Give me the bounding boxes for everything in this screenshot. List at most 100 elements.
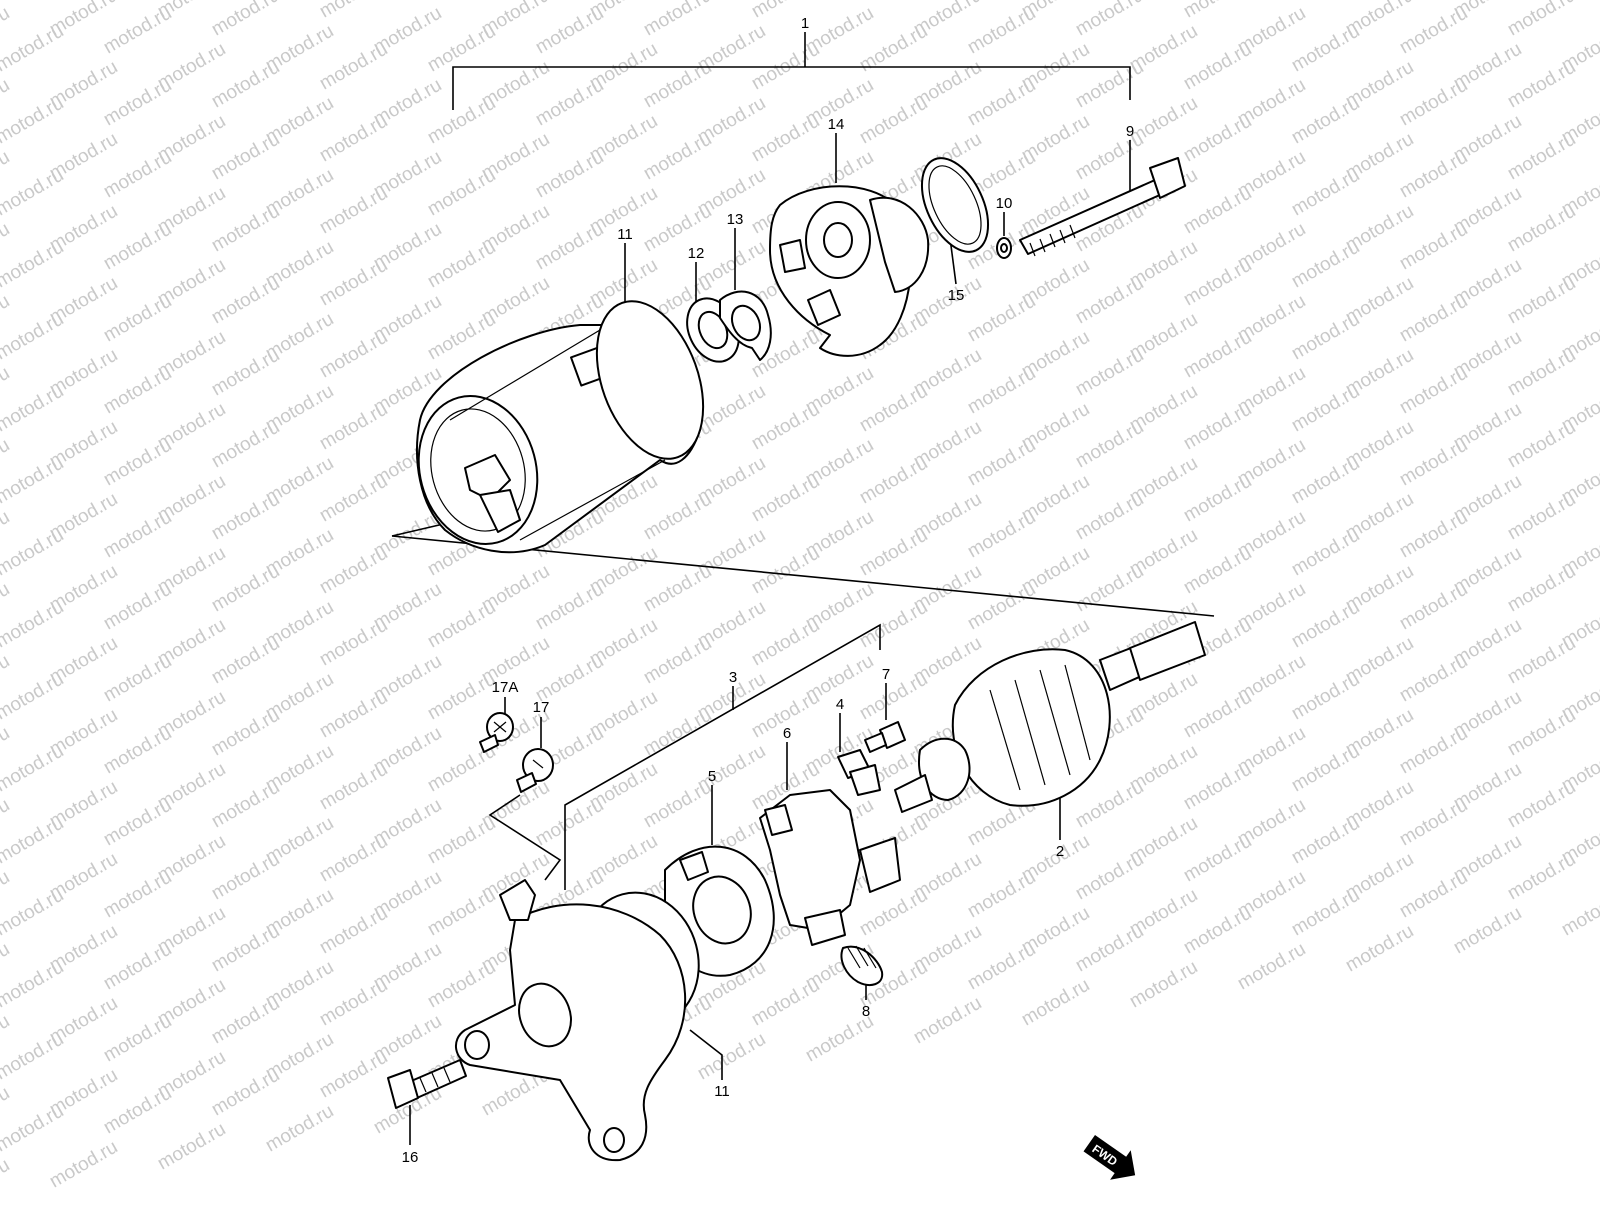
watermark-text: motod.ru bbox=[640, 0, 715, 40]
watermark-text: motod.ru bbox=[1288, 21, 1363, 77]
watermark-text: motod.ru bbox=[964, 435, 1039, 491]
watermark-text: motod.ru bbox=[964, 867, 1039, 923]
watermark-text: motod.ru bbox=[100, 147, 175, 203]
watermark-text: motod.ru bbox=[100, 291, 175, 347]
watermark-text: motod.ru bbox=[1504, 57, 1579, 113]
watermark-text: motod.ru bbox=[0, 1029, 67, 1085]
callout-label: 2 bbox=[1056, 843, 1064, 860]
end-cover-14 bbox=[769, 185, 930, 357]
watermark-text: motod.ru bbox=[208, 201, 283, 257]
watermark-text: motod.ru bbox=[100, 507, 175, 563]
watermark-text: motod.ru bbox=[1396, 435, 1471, 491]
watermark-text: motod.ru bbox=[424, 165, 499, 221]
watermark-text: motod.ru bbox=[532, 3, 607, 59]
watermark-text: motod.ru bbox=[964, 75, 1039, 131]
watermark-text: motod.ru bbox=[1396, 507, 1471, 563]
callout-label: 13 bbox=[727, 211, 744, 228]
watermark-text: motod.ru bbox=[316, 903, 391, 959]
watermark-text: motod.ru bbox=[100, 75, 175, 131]
watermark-text: motod.ru bbox=[856, 525, 931, 581]
watermark-text: motod.ru bbox=[0, 0, 67, 4]
watermark-text: motod.ru bbox=[1072, 777, 1147, 833]
watermark-text: motod.ru bbox=[1504, 705, 1579, 761]
watermark-text: motod.ru bbox=[964, 939, 1039, 995]
watermark-text: motod.ru bbox=[1396, 651, 1471, 707]
watermark-text: motod.ru bbox=[1180, 399, 1255, 455]
watermark-text: motod.ru bbox=[1180, 543, 1255, 599]
watermark-text: motod.ru bbox=[1504, 561, 1579, 617]
watermark-text: motod.ru bbox=[1504, 777, 1579, 833]
watermark-text: motod.ru bbox=[1180, 327, 1255, 383]
washer-10 bbox=[996, 237, 1012, 259]
watermark-text: motod.ru bbox=[640, 57, 715, 113]
watermark-text: motod.ru bbox=[0, 21, 67, 77]
o-ring-11-upper bbox=[595, 300, 705, 460]
watermark-text: motod.ru bbox=[532, 75, 607, 131]
watermark-text: motod.ru bbox=[0, 741, 67, 797]
watermark-text: motod.ru bbox=[100, 363, 175, 419]
watermark-text: motod.ru bbox=[1072, 273, 1147, 329]
watermark-text: motod.ru bbox=[1180, 111, 1255, 167]
watermark-text: motod.ru bbox=[208, 129, 283, 185]
through-bolt-9 bbox=[1019, 157, 1186, 257]
watermark-text: motod.ru bbox=[208, 777, 283, 833]
callout-label: 6 bbox=[783, 725, 791, 742]
watermark-text: motod.ru bbox=[100, 435, 175, 491]
watermark-text: motod.ru bbox=[532, 147, 607, 203]
watermark-text: motod.ru bbox=[532, 651, 607, 707]
watermark-text: motod.ru bbox=[0, 309, 67, 365]
watermark-text: motod.ru bbox=[100, 3, 175, 59]
watermark-text: motod.ru bbox=[316, 759, 391, 815]
watermark-text: motod.ru bbox=[100, 867, 175, 923]
watermark-text: motod.ru bbox=[1396, 363, 1471, 419]
watermark-text: motod.ru bbox=[1558, 885, 1600, 941]
watermark-text: motod.ru bbox=[100, 723, 175, 779]
watermark-text: motod.ru bbox=[1504, 273, 1579, 329]
watermark-text: motod.ru bbox=[46, 1137, 121, 1193]
watermark-text: motod.ru bbox=[748, 0, 823, 22]
watermark-text: motod.ru bbox=[0, 93, 67, 149]
watermark-text: motod.ru bbox=[856, 381, 931, 437]
watermark-text: motod.ru bbox=[640, 777, 715, 833]
callout-label: 17A bbox=[492, 679, 519, 696]
watermark-text: motod.ru bbox=[208, 417, 283, 473]
callout-label: 9 bbox=[1126, 123, 1134, 140]
watermark-text: motod.ru bbox=[208, 993, 283, 1049]
drive-end-housing bbox=[455, 879, 687, 1162]
watermark-text: motod.ru bbox=[1288, 453, 1363, 509]
watermark-text: motod.ru bbox=[1396, 219, 1471, 275]
watermark-text: motod.ru bbox=[1288, 309, 1363, 365]
callout-label: 10 bbox=[996, 195, 1013, 212]
callout-label: 8 bbox=[862, 1003, 870, 1020]
screw-17 bbox=[516, 748, 554, 793]
watermark-text: motod.ru bbox=[1396, 75, 1471, 131]
watermark-text: motod.ru bbox=[856, 93, 931, 149]
watermark-text: motod.ru bbox=[316, 471, 391, 527]
watermark-text: motod.ru bbox=[532, 219, 607, 275]
watermark-text: motod.ru bbox=[748, 111, 823, 167]
watermark-text: motod.ru bbox=[1504, 489, 1579, 545]
watermark-text: motod.ru bbox=[1504, 849, 1579, 905]
watermark-text: motod.ru bbox=[1180, 0, 1255, 22]
callout-label: 17 bbox=[533, 699, 550, 716]
watermark-text: motod.ru bbox=[856, 597, 931, 653]
watermark-text: motod.ru bbox=[640, 129, 715, 185]
watermark-text: motod.ru bbox=[316, 255, 391, 311]
watermark-text: motod.ru bbox=[208, 57, 283, 113]
plate-13 bbox=[719, 290, 772, 361]
watermark-text: motod.ru bbox=[262, 1101, 337, 1157]
watermark-text: motod.ru bbox=[424, 597, 499, 653]
watermark-text: motod.ru bbox=[424, 237, 499, 293]
watermark-text: motod.ru bbox=[316, 39, 391, 95]
watermark-text: motod.ru bbox=[1288, 525, 1363, 581]
watermark-text: motod.ru bbox=[0, 381, 67, 437]
armature-2 bbox=[894, 621, 1206, 813]
watermark-text: motod.ru bbox=[1288, 669, 1363, 725]
watermark-text: motod.ru bbox=[640, 633, 715, 689]
callout-label: 11 bbox=[617, 226, 633, 243]
watermark-text: motod.ru bbox=[1072, 849, 1147, 905]
watermark-text: motod.ru bbox=[1234, 939, 1309, 995]
watermark-text: motod.ru bbox=[694, 1029, 769, 1085]
